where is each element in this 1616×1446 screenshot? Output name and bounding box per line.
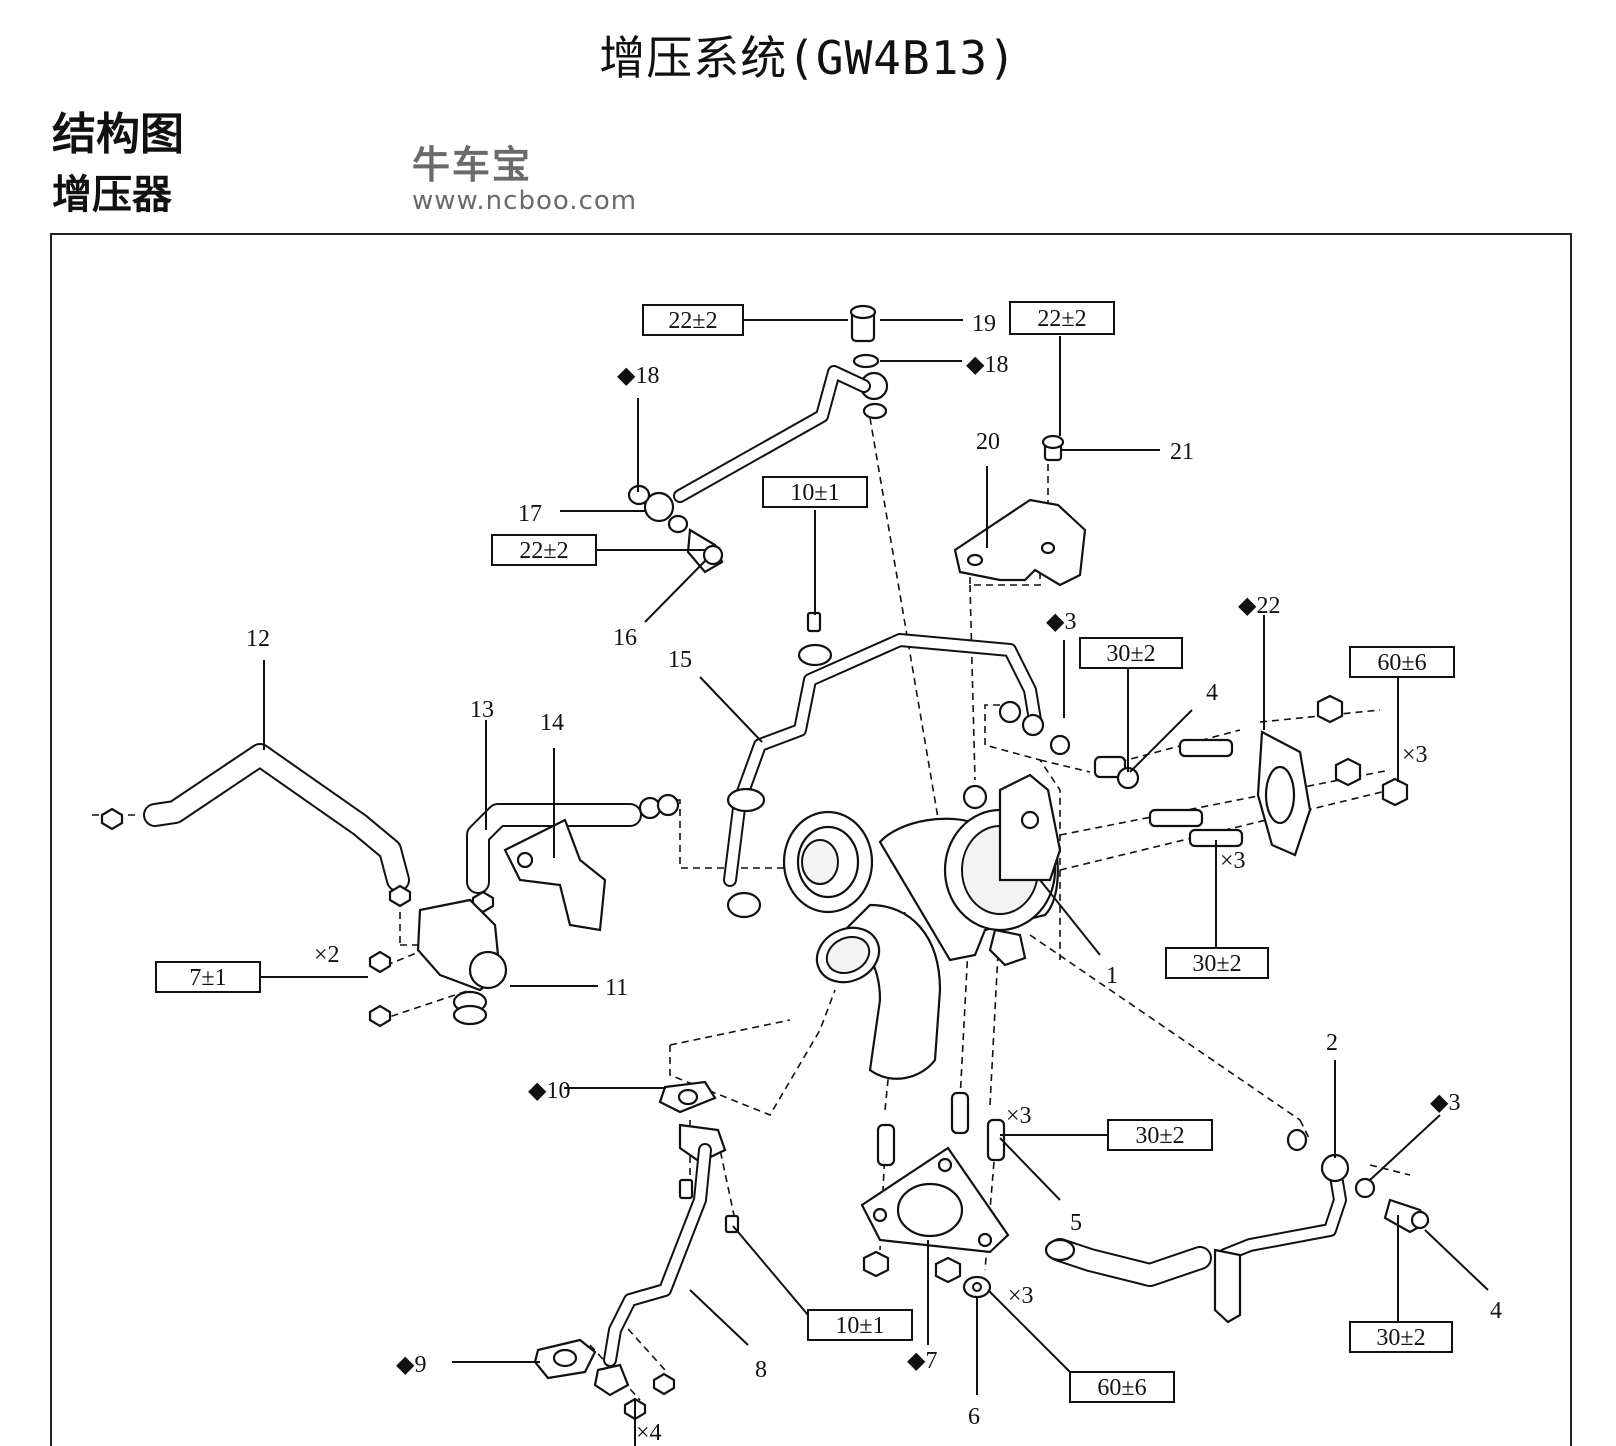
oil-feed-pipe-17 bbox=[627, 365, 871, 574]
qty-1: ×3 bbox=[1220, 848, 1246, 874]
torque-value: 30±2 bbox=[1106, 641, 1155, 667]
turbocharger-1 bbox=[782, 773, 1062, 1080]
section-heading: 结构图 bbox=[52, 109, 184, 160]
valve-bracket-11-14 bbox=[368, 818, 607, 1028]
torque-value: 10±1 bbox=[790, 480, 839, 506]
page-title: 增压系统(GW4B13) bbox=[599, 31, 1017, 85]
qty-11: ×2 bbox=[314, 942, 340, 968]
label-3-top: ◆3 bbox=[1046, 609, 1076, 635]
torque-value: 22±2 bbox=[668, 308, 717, 334]
label-16: 16 bbox=[613, 625, 637, 651]
torque-value: 7±1 bbox=[189, 965, 226, 991]
watermark-url: www.ncboo.com bbox=[412, 186, 638, 216]
torque-value: 30±2 bbox=[1135, 1123, 1184, 1149]
label-18-left: ◆18 bbox=[617, 363, 659, 389]
qty-22: ×3 bbox=[1402, 742, 1428, 768]
label-4-bottom: 4 bbox=[1490, 1298, 1502, 1324]
studs-and-gasket-22 bbox=[1148, 694, 1409, 857]
torque-box-5: 30±2 bbox=[1107, 1119, 1213, 1151]
torque-box-16: 22±2 bbox=[491, 534, 597, 566]
watermark-name: 牛车宝 bbox=[412, 143, 533, 187]
label-9: ◆9 bbox=[396, 1352, 426, 1378]
torque-box-6: 60±6 bbox=[1069, 1371, 1175, 1403]
label-12: 12 bbox=[246, 626, 270, 652]
torque-value: 60±6 bbox=[1377, 650, 1426, 676]
label-5: 5 bbox=[1070, 1210, 1082, 1236]
torque-box-21: 22±2 bbox=[1009, 301, 1115, 335]
label-8: 8 bbox=[755, 1357, 767, 1383]
label-13: 13 bbox=[470, 697, 494, 723]
part-labels: 19 ◆18 ◆18 17 16 15 20 21 ◆3 4 ◆22 1 12 … bbox=[246, 311, 1502, 1430]
torque-box-22: 60±6 bbox=[1349, 646, 1455, 678]
torque-box-1: 30±2 bbox=[1165, 947, 1269, 979]
coolant-pipe-15 bbox=[723, 611, 1140, 919]
label-18-right: ◆18 bbox=[966, 352, 1008, 378]
torque-box-11: 7±1 bbox=[155, 961, 261, 993]
subsection-heading: 增压器 bbox=[52, 172, 172, 218]
label-7: ◆7 bbox=[907, 1348, 937, 1374]
torque-value: 30±2 bbox=[1376, 1325, 1425, 1351]
studs-gasket-5-6-7 bbox=[860, 1091, 1010, 1299]
torque-box-4b: 30±2 bbox=[1349, 1321, 1453, 1353]
label-6: 6 bbox=[968, 1404, 980, 1430]
label-22: ◆22 bbox=[1238, 593, 1280, 619]
torque-box-4: 30±2 bbox=[1079, 637, 1183, 669]
label-1: 1 bbox=[1106, 963, 1118, 989]
hose-13 bbox=[466, 793, 680, 914]
hose-12 bbox=[100, 743, 412, 908]
torque-value: 30±2 bbox=[1192, 951, 1241, 977]
torque-box-8: 10±1 bbox=[807, 1309, 913, 1341]
diagram-frame bbox=[50, 233, 1572, 1446]
label-3-bottom: ◆3 bbox=[1430, 1090, 1460, 1116]
torque-value: 22±2 bbox=[519, 538, 568, 564]
label-10: ◆10 bbox=[528, 1078, 570, 1104]
torque-value: 22±2 bbox=[1037, 306, 1086, 332]
leader-lines bbox=[260, 319, 1489, 1446]
label-2: 2 bbox=[1326, 1030, 1338, 1056]
label-11: 11 bbox=[605, 975, 628, 1001]
label-21: 21 bbox=[1170, 439, 1194, 465]
qty-9: ×4 bbox=[636, 1420, 662, 1446]
torque-value: 10±1 bbox=[835, 1313, 884, 1339]
banjo-bolt-19 bbox=[849, 304, 889, 420]
qty-6: ×3 bbox=[1008, 1283, 1034, 1309]
torque-box-15: 10±1 bbox=[762, 476, 868, 508]
label-17: 17 bbox=[518, 501, 542, 527]
qty-5: ×3 bbox=[1006, 1103, 1032, 1129]
bracket-20 bbox=[953, 434, 1087, 587]
oil-drain-pipe-8 bbox=[533, 1080, 740, 1421]
label-19: 19 bbox=[972, 311, 996, 337]
label-4-top: 4 bbox=[1206, 680, 1218, 706]
torque-value: 60±6 bbox=[1097, 1375, 1146, 1401]
label-15: 15 bbox=[668, 647, 692, 673]
torque-box-19: 22±2 bbox=[642, 304, 744, 336]
label-20: 20 bbox=[976, 429, 1000, 455]
label-14: 14 bbox=[540, 710, 564, 736]
oil-return-pipe-2 bbox=[1044, 1128, 1430, 1324]
quantity-labels: ×3 ×3 ×2 ×3 ×3 ×4 bbox=[314, 742, 1428, 1446]
